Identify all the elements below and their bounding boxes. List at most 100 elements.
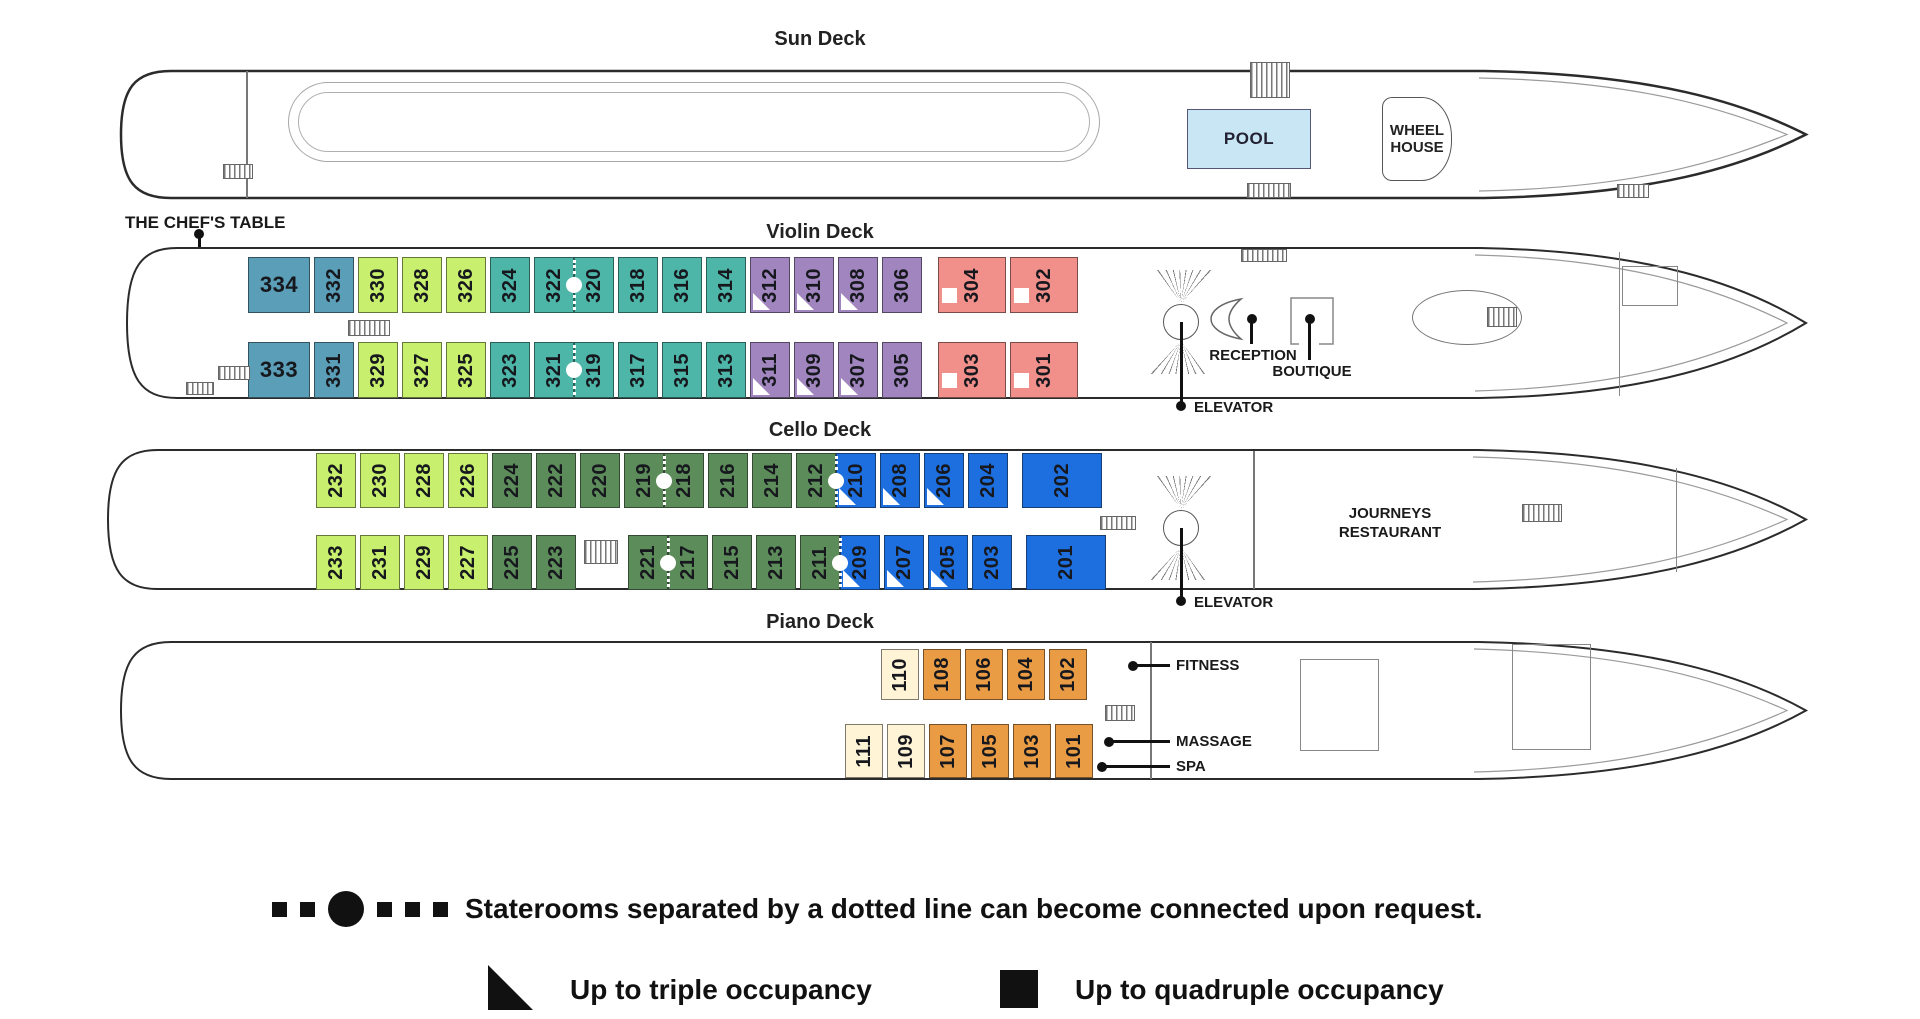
stateroom-number: 102 — [1057, 657, 1079, 692]
elevator-pointer-line — [1180, 528, 1183, 600]
stairs-icon — [1241, 249, 1287, 262]
tender-boat-icon — [1412, 290, 1522, 345]
stateroom-211: 211 — [800, 535, 848, 590]
spa-pointer-line — [1105, 765, 1170, 768]
stateroom-315: 315 — [662, 342, 702, 398]
stateroom-321: 321 — [534, 342, 582, 398]
stateroom-number: 331 — [323, 352, 345, 388]
stateroom-102: 102 — [1049, 649, 1087, 700]
stateroom-213: 213 — [756, 535, 796, 590]
stateroom-333: 333 — [248, 342, 310, 398]
stateroom-number: 226 — [457, 463, 479, 498]
piano-bulkhead-line — [1150, 642, 1152, 779]
stateroom-number: 306 — [891, 267, 913, 303]
stateroom-330: 330 — [358, 257, 398, 313]
stateroom-219: 219 — [624, 453, 672, 508]
stateroom-111: 111 — [845, 724, 883, 778]
stateroom-number: 211 — [809, 545, 831, 580]
stateroom-229: 229 — [404, 535, 444, 590]
stateroom-number: 321 — [543, 352, 565, 388]
stateroom-number: 327 — [411, 352, 433, 388]
piano-deck-hull — [119, 641, 1809, 780]
stateroom-316: 316 — [662, 257, 702, 313]
fitness-label: FITNESS — [1176, 657, 1240, 674]
triple-occupancy-icon — [883, 488, 900, 505]
stateroom-number: 220 — [589, 463, 611, 498]
stateroom-number: 303 — [961, 352, 983, 388]
stateroom-number: 332 — [323, 267, 345, 303]
stateroom-216: 216 — [708, 453, 748, 508]
stateroom-number: 218 — [673, 463, 695, 498]
stateroom-number: 224 — [501, 463, 523, 498]
stairs-icon — [186, 382, 214, 395]
pool: POOL — [1187, 109, 1311, 169]
stateroom-number: 109 — [895, 733, 917, 769]
stateroom-301: 301 — [1010, 342, 1078, 398]
stairs-icon — [1100, 516, 1136, 530]
legend-connecting-dot — [328, 891, 364, 927]
massage-pointer-line — [1112, 740, 1170, 743]
stateroom-number: 107 — [937, 733, 959, 769]
connecting-dot — [832, 554, 848, 571]
legend-dotted-line-square — [300, 902, 315, 917]
stateroom-212: 212 — [796, 453, 844, 508]
quadruple-occupancy-icon — [942, 373, 957, 388]
stateroom-317: 317 — [618, 342, 658, 398]
stateroom-number: 228 — [413, 463, 435, 498]
stateroom-number: 101 — [1063, 733, 1085, 769]
stateroom-303: 303 — [938, 342, 1006, 398]
stateroom-221: 221 — [628, 535, 676, 590]
massage-label: MASSAGE — [1176, 733, 1252, 750]
restaurant-bulkhead-line — [1253, 451, 1255, 589]
connecting-dot — [566, 362, 582, 378]
stairs-icon — [1250, 62, 1290, 98]
stateroom-232: 232 — [316, 453, 356, 508]
triple-occupancy-icon — [841, 378, 858, 395]
stateroom-number: 322 — [543, 267, 565, 303]
stateroom-329: 329 — [358, 342, 398, 398]
violin-bow-structure — [1622, 266, 1678, 306]
stateroom-319: 319 — [574, 342, 614, 398]
legend-triple-occupancy-icon — [488, 965, 533, 1010]
stairs-icon — [348, 320, 390, 336]
stateroom-310: 310 — [794, 257, 834, 313]
stateroom-327: 327 — [402, 342, 442, 398]
stateroom-number: 326 — [455, 267, 477, 303]
triple-occupancy-icon — [931, 570, 948, 587]
stateroom-305: 305 — [882, 342, 922, 398]
stateroom-322: 322 — [534, 257, 582, 313]
stateroom-324: 324 — [490, 257, 530, 313]
stairs-icon — [1105, 705, 1135, 721]
stateroom-312: 312 — [750, 257, 790, 313]
connecting-dot — [828, 472, 844, 489]
wheelhouse: WHEEL HOUSE — [1382, 97, 1452, 181]
fitness-pointer-line — [1136, 664, 1170, 667]
triple-occupancy-icon — [753, 293, 770, 310]
stateroom-224: 224 — [492, 453, 532, 508]
stateroom-number: 231 — [369, 545, 391, 580]
stairs-icon — [1247, 183, 1291, 198]
stateroom-208: 208 — [880, 453, 920, 508]
chefs-table-label: THE CHEF'S TABLE — [125, 213, 286, 232]
stateroom-number: 230 — [369, 463, 391, 498]
legend-triple-label: Up to triple occupancy — [570, 974, 872, 1005]
legend-dotted-line-square — [405, 902, 420, 917]
restaurant-label: JOURNEYS RESTAURANT — [1339, 504, 1441, 542]
stateroom-314: 314 — [706, 257, 746, 313]
stateroom-number: 313 — [715, 352, 737, 388]
stateroom-307: 307 — [838, 342, 878, 398]
stateroom-number: 215 — [721, 545, 743, 580]
stateroom-204: 204 — [968, 453, 1008, 508]
chefs-table-pointer-dot — [194, 229, 204, 239]
stateroom-number: 329 — [367, 352, 389, 388]
reception-pointer-dot — [1247, 314, 1257, 324]
stateroom-number: 328 — [411, 267, 433, 303]
stateroom-number: 203 — [981, 545, 1003, 580]
violin-deck-title: Violin Deck — [766, 221, 874, 243]
stateroom-number: 316 — [671, 267, 693, 303]
stateroom-number: 110 — [889, 657, 911, 692]
stateroom-number: 305 — [891, 352, 913, 388]
stateroom-302: 302 — [1010, 257, 1078, 313]
